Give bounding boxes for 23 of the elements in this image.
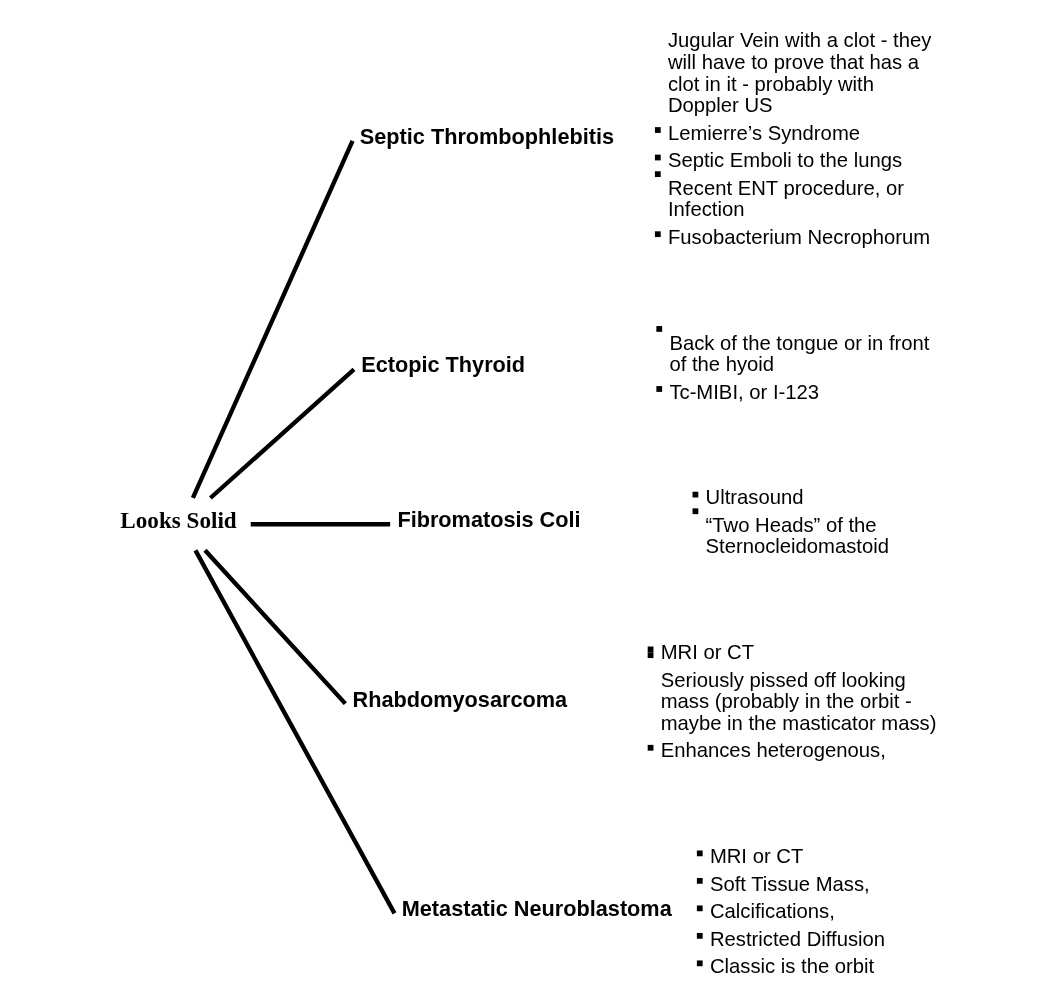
node-text: Metastatic Neuroblastoma	[401, 896, 672, 922]
node-text: Looks Solid	[120, 507, 237, 534]
node-text: Rhabdomyosarcoma	[352, 686, 568, 712]
node-label: Jugular Vein with a clot - they will have to prove that has a clot in it - probably with Doppler US	[667, 29, 932, 117]
node-label: Septic Emboli to the lungs	[667, 149, 903, 172]
node-label: “Two Heads” of the Sternocleidomastoid	[705, 513, 890, 558]
node-text: Fibromatosis Coli	[397, 507, 581, 533]
node-label: MRI or CT	[660, 641, 755, 664]
node-text: Ectopic Thyroid	[361, 352, 526, 378]
node-label: MRI or CT	[709, 845, 804, 868]
node-label: Tc-MIBI, or I-123	[669, 380, 820, 403]
node-label: Back of the tongue or in front of the hyoid	[669, 331, 930, 376]
node-label: Restricted Diffusion	[709, 927, 886, 950]
node-label: Recent ENT procedure, or Infection	[667, 176, 904, 221]
node-label: Soft Tissue Mass,	[709, 872, 870, 895]
node-label: Calcifications,	[709, 900, 835, 923]
node-text: Septic Thrombophlebitis	[359, 123, 615, 149]
node-label: Enhances heterogenous,	[660, 739, 886, 762]
node-label: Fusobacterium Necrophorum	[667, 225, 931, 248]
node-label: Classic is the orbit	[709, 955, 875, 978]
node-label: Ultrasound	[705, 486, 804, 509]
node-label: Seriously pissed off looking mass (probably in the orbit - maybe in the masticator mass)	[660, 668, 937, 734]
node-label: Lemierre’s Syndrome	[667, 121, 861, 144]
